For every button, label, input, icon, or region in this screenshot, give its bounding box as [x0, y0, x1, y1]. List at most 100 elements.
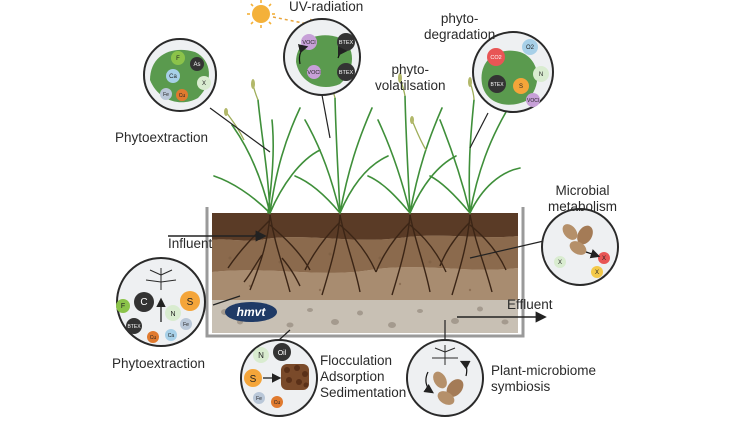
flocculation-label: Flocculation Adsorption Sedimentation: [320, 353, 406, 401]
cu-icon-3: [271, 396, 283, 408]
phytovolatilisation-line-2: volatilsation: [375, 78, 446, 93]
phytoextraction-bottom-label: Phytoextraction: [112, 356, 206, 371]
grass-plants: [213, 95, 521, 214]
influent-label: Influent: [168, 236, 213, 251]
ca-label: Ca: [169, 74, 177, 80]
phytovolatilisation-label: phyto- volatilsation: [375, 62, 446, 94]
co2-icon: [487, 48, 505, 66]
element-fe-icon: [160, 88, 172, 100]
ca-label-2: Ca: [168, 333, 175, 339]
vocl-label-1: VOCl: [302, 40, 315, 46]
cu-label: Cu: [179, 93, 186, 99]
element-x-icon: [197, 76, 211, 90]
btex-icon-4: [126, 318, 142, 334]
element-f-icon: [171, 51, 185, 65]
co2-label: CO2: [490, 55, 501, 61]
nitrogen-icon: [533, 66, 549, 82]
f-label-2: F: [121, 303, 125, 310]
carbon-icon: [134, 292, 154, 312]
n-label-3: N: [258, 351, 264, 360]
vocl-icon-2: [307, 65, 321, 79]
phytodegradation-line-1: phyto-: [440, 11, 479, 26]
n-label-2: N: [170, 311, 175, 318]
o2-icon: [522, 39, 538, 55]
topsoil-layer: [212, 213, 518, 241]
vocl-label-2: VOCl: [307, 70, 320, 76]
uv-radiation-label: UV-radiation: [289, 0, 364, 14]
btex-icon-2: [337, 63, 355, 81]
element-cu-icon: [176, 89, 188, 101]
microbial-x-label-3: X: [595, 270, 599, 276]
sun-icon: [247, 0, 275, 28]
btex-label-3: BTEX: [490, 82, 504, 88]
microbial-x-icon-2: [598, 252, 610, 264]
microbial-circle: X X X: [541, 208, 619, 286]
microbial-x-label-2: X: [602, 256, 606, 262]
btex-label-4: BTEX: [127, 324, 141, 330]
microbial-metabolism-line-1: Microbial: [555, 183, 610, 198]
effluent-label: Effluent: [507, 297, 553, 312]
sulfur-icon-3: [244, 369, 262, 387]
phytodegradation-label: phyto- degradation: [424, 11, 495, 43]
btex-label-2: BTEX: [339, 70, 354, 76]
nitrogen-icon-3: [253, 347, 269, 363]
cu-icon-2: [147, 331, 159, 343]
vocl-icon-3: [526, 93, 540, 107]
microbial-x-icon-3: [591, 266, 603, 278]
container-wall: [205, 207, 525, 338]
sulfur-icon: [513, 78, 529, 94]
cu-label-3: Cu: [274, 400, 281, 406]
connector-lines: [209, 94, 549, 341]
oil-label: Oil: [278, 350, 287, 357]
element-ca-icon: [166, 69, 180, 83]
microbial-metabolism-label: Microbial metabolism: [548, 183, 617, 215]
flocculation-line-2: Adsorption: [320, 369, 385, 384]
phytoextraction-leaf-circle: F As Ca X Fe Cu: [143, 38, 217, 112]
fe-label-3: Fe: [256, 396, 262, 402]
nitrogen-icon-2: [165, 305, 181, 321]
o2-label: O2: [526, 45, 535, 51]
microbial-metabolism-line-2: metabolism: [548, 199, 618, 214]
btex-icon-3: [488, 75, 506, 93]
root-extraction-circle: C S F N BTEX Fe Ca Cu: [116, 257, 206, 347]
s-label-3: S: [250, 374, 257, 385]
fe-icon-2: [180, 318, 192, 330]
n-label: N: [539, 72, 543, 78]
ca-icon-2: [165, 329, 177, 341]
phytodegradation-line-2: degradation: [424, 27, 496, 42]
c-label: C: [140, 297, 147, 308]
volatilisation-circle: VOCl BTEX VOCl BTEX: [283, 18, 361, 96]
phytoextraction-top-label: Phytoextraction: [115, 130, 209, 145]
element-as-icon: [190, 57, 204, 71]
cu-label-2: Cu: [150, 335, 157, 341]
plant-microbiome-label: Plant-microbiome symbiosis: [491, 363, 596, 395]
oil-icon: [273, 343, 291, 361]
plant-microbiome-line-1: Plant-microbiome: [491, 363, 597, 378]
fluorine-icon: [116, 299, 130, 313]
floc-aggregate-icon: [281, 364, 309, 390]
fe-label: Fe: [163, 92, 169, 98]
fe-label-2: Fe: [183, 322, 189, 328]
s-label-2: S: [187, 297, 194, 308]
sulfur-icon-2: [180, 291, 200, 311]
clay-layer: [212, 267, 518, 300]
plant-roots: [227, 214, 507, 296]
microbial-x-label-1: X: [558, 260, 562, 266]
degradation-circle: CO2 O2 BTEX S N VOCl: [472, 31, 554, 113]
hmvt-logo: hmvt: [225, 302, 277, 322]
fe-icon-3: [253, 392, 265, 404]
f-label: F: [176, 56, 180, 62]
microbial-x-icon-1: [554, 256, 566, 268]
plant-microbiome-circle: [406, 339, 484, 417]
x-label: X: [202, 81, 206, 87]
vocl-label-3: VOCl: [527, 98, 539, 104]
phytovolatilisation-line-1: phyto-: [391, 62, 430, 77]
flocculation-line-3: Sedimentation: [320, 385, 407, 400]
btex-label-1: BTEX: [339, 40, 354, 46]
s-label: S: [519, 84, 523, 90]
plant-microbiome-line-2: symbiosis: [491, 379, 551, 394]
as-label: As: [193, 62, 200, 68]
flocculation-circle: N Oil S Fe Cu: [240, 339, 318, 417]
